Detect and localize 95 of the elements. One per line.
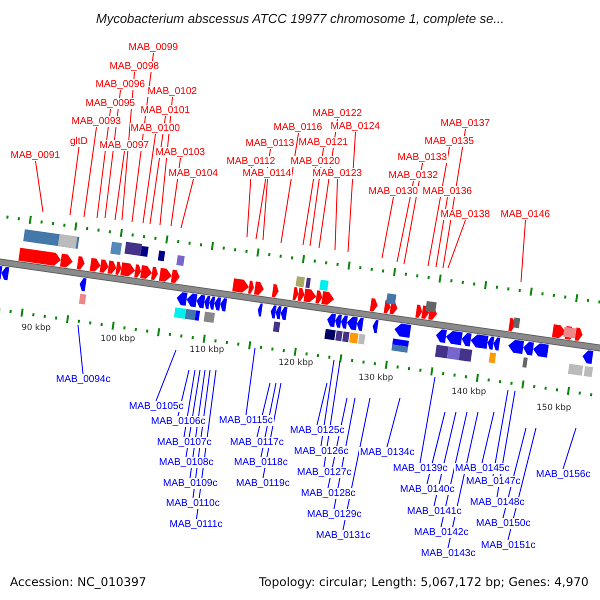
scale-label: 150 kbp xyxy=(536,402,572,414)
gene-label: MAB_0108c xyxy=(158,456,214,468)
gene-label: MAB_0097 xyxy=(98,140,150,150)
leader-line xyxy=(334,178,338,250)
gene-label: MAB_0135 xyxy=(424,136,475,146)
scale-label: 90 kbp xyxy=(20,322,52,334)
leader-line xyxy=(382,196,394,258)
scale-label: 140 kbp xyxy=(450,386,488,398)
leader-line xyxy=(35,160,44,212)
gene-label: MAB_0114 xyxy=(242,168,292,178)
scale-label: 120 kbp xyxy=(278,358,314,368)
scale-label: 100 kbp xyxy=(100,334,136,344)
leader-line xyxy=(520,220,526,282)
leader-line xyxy=(114,150,125,220)
gene-label: MAB_0111c xyxy=(168,518,224,530)
leader-line xyxy=(562,428,576,470)
gene-label: MAB_0148c xyxy=(469,496,526,508)
leader-line xyxy=(436,196,448,268)
gene-label: MAB_0140c xyxy=(399,484,456,494)
gene-label: MAB_0151c xyxy=(480,540,536,550)
gene-label: MAB_0112 xyxy=(226,156,276,166)
gene-label: MAB_0143c xyxy=(420,548,476,558)
gene-label: MAB_0113 xyxy=(244,138,296,148)
accession-text: Accession: NC_010397 xyxy=(9,575,148,589)
gene-label: MAB_0102 xyxy=(146,86,198,96)
gene-label: MAB_0094c xyxy=(55,374,112,384)
gene-label: MAB_0119c xyxy=(235,478,291,488)
map-title: Mycobacterium abscessus ATCC 19977 chromosome 1, complete se... xyxy=(95,10,506,26)
genome-info-text: Topology: circular; Length: 5,067,172 bp; Genes: 4,970 xyxy=(258,575,590,589)
gene-label: MAB_0120 xyxy=(290,156,341,166)
gene-label: MAB_0136 xyxy=(422,186,473,196)
gene-label: MAB_0132 xyxy=(388,170,439,180)
gene-label: MAB_0126c xyxy=(293,446,350,456)
scale-label: 130 kbp xyxy=(358,372,394,384)
gene-label: MAB_0129c xyxy=(306,508,362,520)
gene-label: MAB_0130 xyxy=(368,186,419,196)
leader-line xyxy=(280,132,299,244)
leader-line xyxy=(246,348,256,416)
leader-line xyxy=(142,134,156,224)
gene-label: MAB_0109c xyxy=(162,478,218,488)
gene-label: MAB_0122 xyxy=(312,108,363,118)
gene-label: MAB_0133 xyxy=(396,152,448,162)
leader-line xyxy=(492,390,508,476)
leader-line xyxy=(428,146,450,266)
gene-label: MAB_0105c xyxy=(128,400,184,412)
gene-label: MAB_0121 xyxy=(298,136,349,148)
gene-label: MAB_0127c xyxy=(296,466,352,478)
gene-label: MAB_0099 xyxy=(128,42,179,52)
leader-line xyxy=(348,132,356,252)
leader-line xyxy=(262,178,268,240)
gene-label: MAB_0147c xyxy=(465,476,522,486)
gene-label: MAB_0091 xyxy=(10,150,61,160)
gene-label: MAB_0116 xyxy=(272,122,324,132)
gene-label: MAB_0104 xyxy=(168,168,219,178)
gene-label: MAB_0145c xyxy=(454,462,510,474)
leader-line xyxy=(448,220,466,268)
leader-line xyxy=(316,382,328,426)
gene-label: MAB_0142c xyxy=(413,526,470,538)
gene-label: MAB_0123 xyxy=(312,168,363,178)
gene-label: gltD xyxy=(69,136,89,146)
gene-label: MAB_0128c xyxy=(300,488,356,498)
gene-label: MAB_0124 xyxy=(330,120,381,132)
gene-label: MAB_0137 xyxy=(440,118,491,128)
gene-label: MAB_0098 xyxy=(108,60,160,72)
gene-label: MAB_0096 xyxy=(94,78,146,90)
leader-line xyxy=(70,146,80,216)
gene-label: MAB_0141c xyxy=(406,506,462,516)
gene-label: MAB_0139c xyxy=(392,462,448,474)
leader-line xyxy=(180,178,194,228)
leader-line xyxy=(78,324,84,374)
leader-line xyxy=(482,412,494,464)
gene-label: MAB_0131c xyxy=(315,530,372,540)
leader-line xyxy=(156,350,176,402)
gene-label: MAB_0117c xyxy=(229,436,285,448)
gene-label: MAB_0095 xyxy=(84,98,136,108)
gene-label: MAB_0118c xyxy=(233,456,289,468)
gene-label: MAB_0100 xyxy=(130,122,181,134)
gene-label: MAB_0115c xyxy=(218,414,274,426)
gene-label: MAB_0134c xyxy=(359,446,416,458)
leader-line xyxy=(84,126,97,218)
gene-label: MAB_0103 xyxy=(154,146,206,158)
gene-label: MAB_0110c xyxy=(165,498,221,508)
gene-label: MAB_0093 xyxy=(70,116,122,126)
gene-label: MAB_0125c xyxy=(289,424,346,436)
leader-line xyxy=(320,360,334,446)
gene-label: MAB_0107c xyxy=(156,436,212,448)
gene-label: MAB_0150c xyxy=(475,518,532,528)
gene-label: MAB_0146 xyxy=(500,208,551,220)
scale-label: 110 kbp xyxy=(188,344,226,356)
gene-label: MAB_0138 xyxy=(440,208,491,220)
gene-label: MAB_0101 xyxy=(140,104,191,116)
gene-label: MAB_0106c xyxy=(150,416,206,426)
gene-label: MAB_0156c xyxy=(535,468,592,480)
leader-line xyxy=(420,376,436,464)
leader-line xyxy=(386,398,400,448)
